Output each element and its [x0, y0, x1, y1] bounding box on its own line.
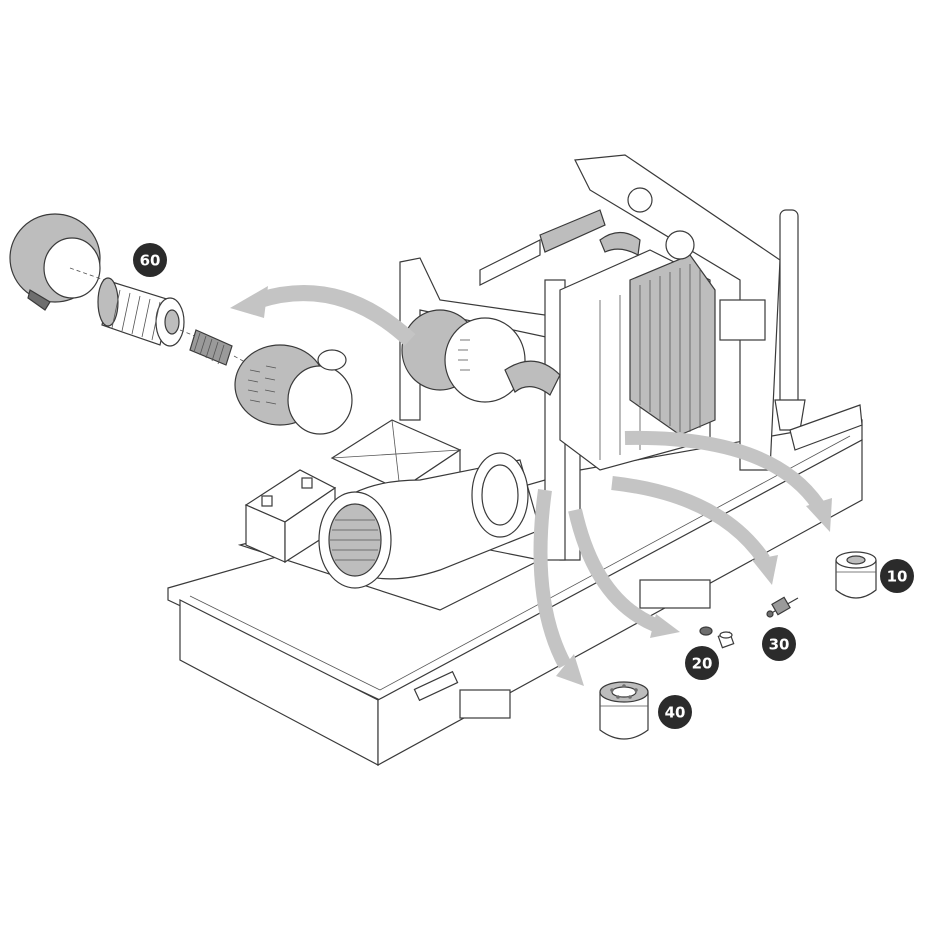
- drain-plug-icon: [699, 626, 735, 649]
- battery: [244, 469, 337, 564]
- callout-20: 20: [685, 646, 719, 680]
- callout-60-label: 60: [140, 252, 161, 270]
- arrow-air-filter: [230, 285, 416, 346]
- callout-10: 10: [880, 559, 914, 593]
- fuel-filter-icon: [599, 681, 649, 740]
- safety-filter-element: [189, 329, 233, 366]
- arrow-oil-filter: [624, 430, 832, 532]
- callout-30-label: 30: [769, 636, 790, 654]
- mounted-air-filter: [401, 309, 561, 403]
- callout-40: 40: [658, 695, 692, 729]
- callout-30: 30: [762, 627, 796, 661]
- callout-60: 60: [133, 243, 167, 277]
- air-filter-housing-icon: [9, 213, 101, 311]
- engine: [399, 154, 781, 561]
- callout-10-label: 10: [887, 568, 908, 586]
- exhaust-pipe: [774, 209, 863, 451]
- air-filter-cover: [234, 344, 353, 435]
- arrow-fuel-filter: [533, 489, 584, 686]
- air-filter-cartridge-icon: [97, 277, 185, 347]
- callout-40-label: 40: [665, 704, 686, 722]
- arrow-fuel-valve: [611, 476, 778, 585]
- alternator: [318, 419, 541, 589]
- callout-20-label: 20: [692, 655, 713, 673]
- fuel-valve-icon: [766, 596, 799, 618]
- arrow-drain-plug: [568, 508, 680, 638]
- oil-filter-icon: [835, 551, 877, 599]
